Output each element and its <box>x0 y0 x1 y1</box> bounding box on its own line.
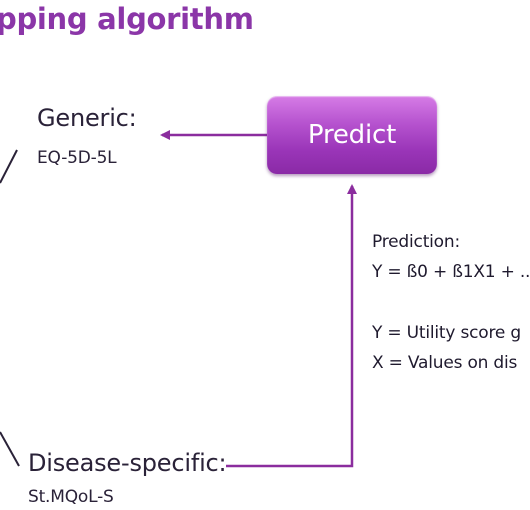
generic-label: Generic: <box>37 104 137 132</box>
page-title: pping algorithm <box>0 2 254 36</box>
left-upper-link <box>0 149 18 184</box>
generic-instrument: EQ-5D-5L <box>37 148 117 168</box>
prediction-formula: Y = ß0 + ß1X1 + .. <box>372 262 530 282</box>
prediction-heading: Prediction: <box>372 232 460 252</box>
connector-lines <box>0 130 357 468</box>
disease-specific-label: Disease-specific: <box>28 449 227 477</box>
x-definition: X = Values on dis <box>372 353 518 373</box>
y-definition: Y = Utility score g <box>372 323 521 343</box>
predict-label: Predict <box>307 120 397 150</box>
disease-to-predict-arrow <box>226 184 357 468</box>
predict-box: Predict <box>267 96 437 174</box>
left-lower-link <box>0 431 20 467</box>
disease-specific-instrument: St.MQoL-S <box>28 487 114 507</box>
